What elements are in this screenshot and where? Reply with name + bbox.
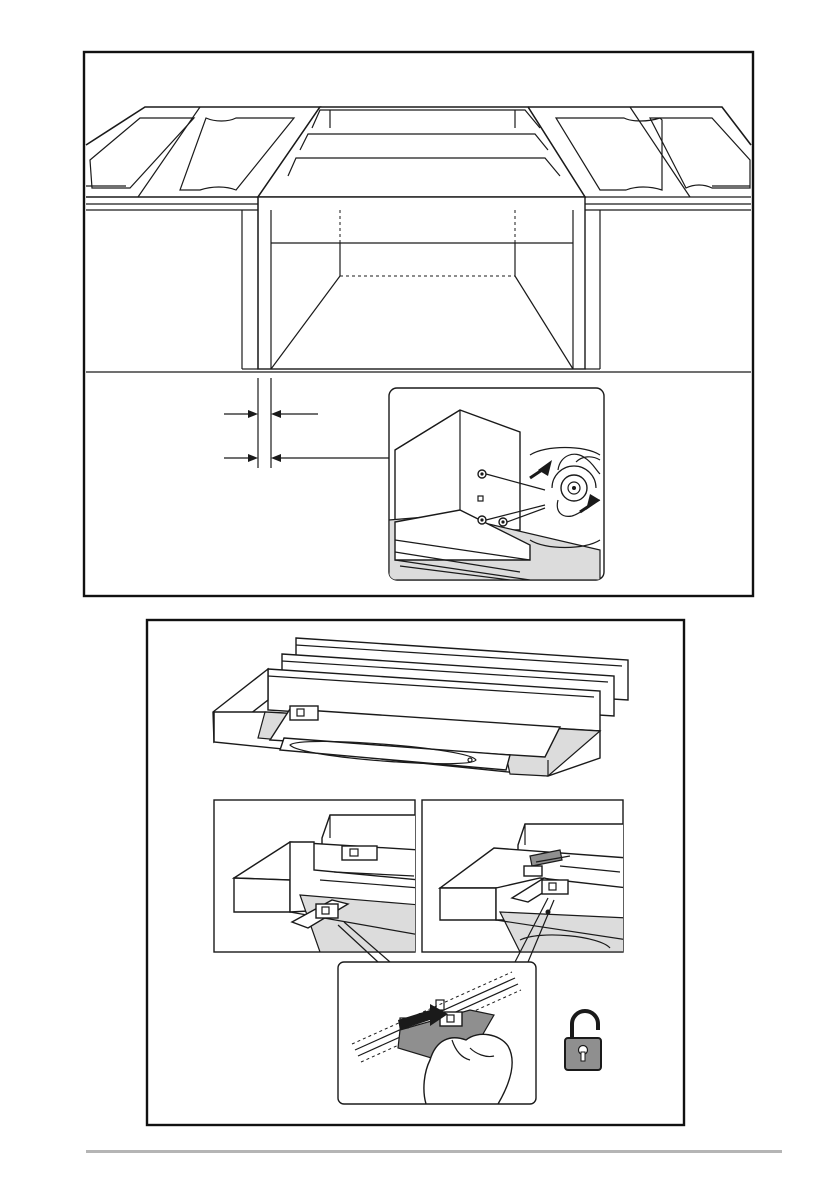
hood-overview [213,638,628,776]
left-clip-detail [214,800,420,952]
figure-2-telescopic-drawer [147,620,684,1125]
right-clip-detail [422,800,628,952]
figure-1-hood-between-cabinets [84,52,753,596]
hood-drawers-top [258,107,585,197]
unlocked-padlock-icon [565,1011,601,1070]
hand-release-detail [338,962,536,1104]
gap-dimension-markers [224,378,389,468]
footer-rule [86,1150,782,1153]
hood-body [258,197,585,369]
screw-fixing-detail [389,388,604,580]
